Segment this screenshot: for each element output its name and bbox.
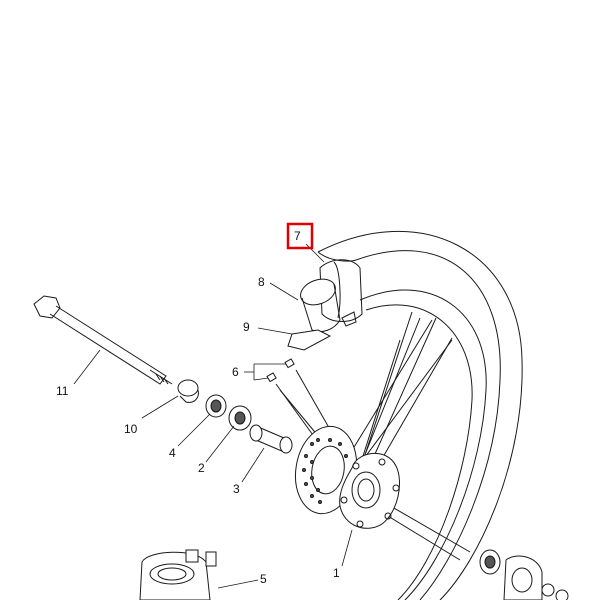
- callout-11[interactable]: 11: [56, 384, 69, 398]
- spoke-nipples: [266, 358, 295, 383]
- callout-5[interactable]: 5: [260, 572, 267, 586]
- callout-1[interactable]: 1: [333, 566, 340, 580]
- tire: [317, 230, 523, 600]
- callout-8[interactable]: 8: [258, 275, 265, 289]
- spacer: [249, 424, 293, 454]
- rim-strip: [287, 329, 332, 351]
- callout-6[interactable]: 6: [232, 365, 239, 379]
- callout-3[interactable]: 3: [233, 482, 240, 496]
- inner-tube: [300, 278, 357, 333]
- fork-bracket: [139, 549, 217, 600]
- highlight-box-part-7: [286, 222, 314, 250]
- callout-10[interactable]: 10: [124, 422, 138, 436]
- bearing-4: [205, 394, 227, 418]
- gear-unit: [503, 555, 569, 600]
- hub: [339, 452, 400, 529]
- callout-2[interactable]: 2: [198, 461, 205, 475]
- collar: [177, 379, 199, 403]
- axle: [33, 295, 173, 385]
- bearing-right: [479, 549, 501, 575]
- bearing-2: [228, 405, 252, 431]
- callout-labels: 7 8 9 6 11 10 4 2 3 1 5: [56, 229, 340, 586]
- callout-7[interactable]: 7: [294, 229, 301, 243]
- callout-4[interactable]: 4: [169, 446, 176, 460]
- callout-9[interactable]: 9: [243, 320, 250, 334]
